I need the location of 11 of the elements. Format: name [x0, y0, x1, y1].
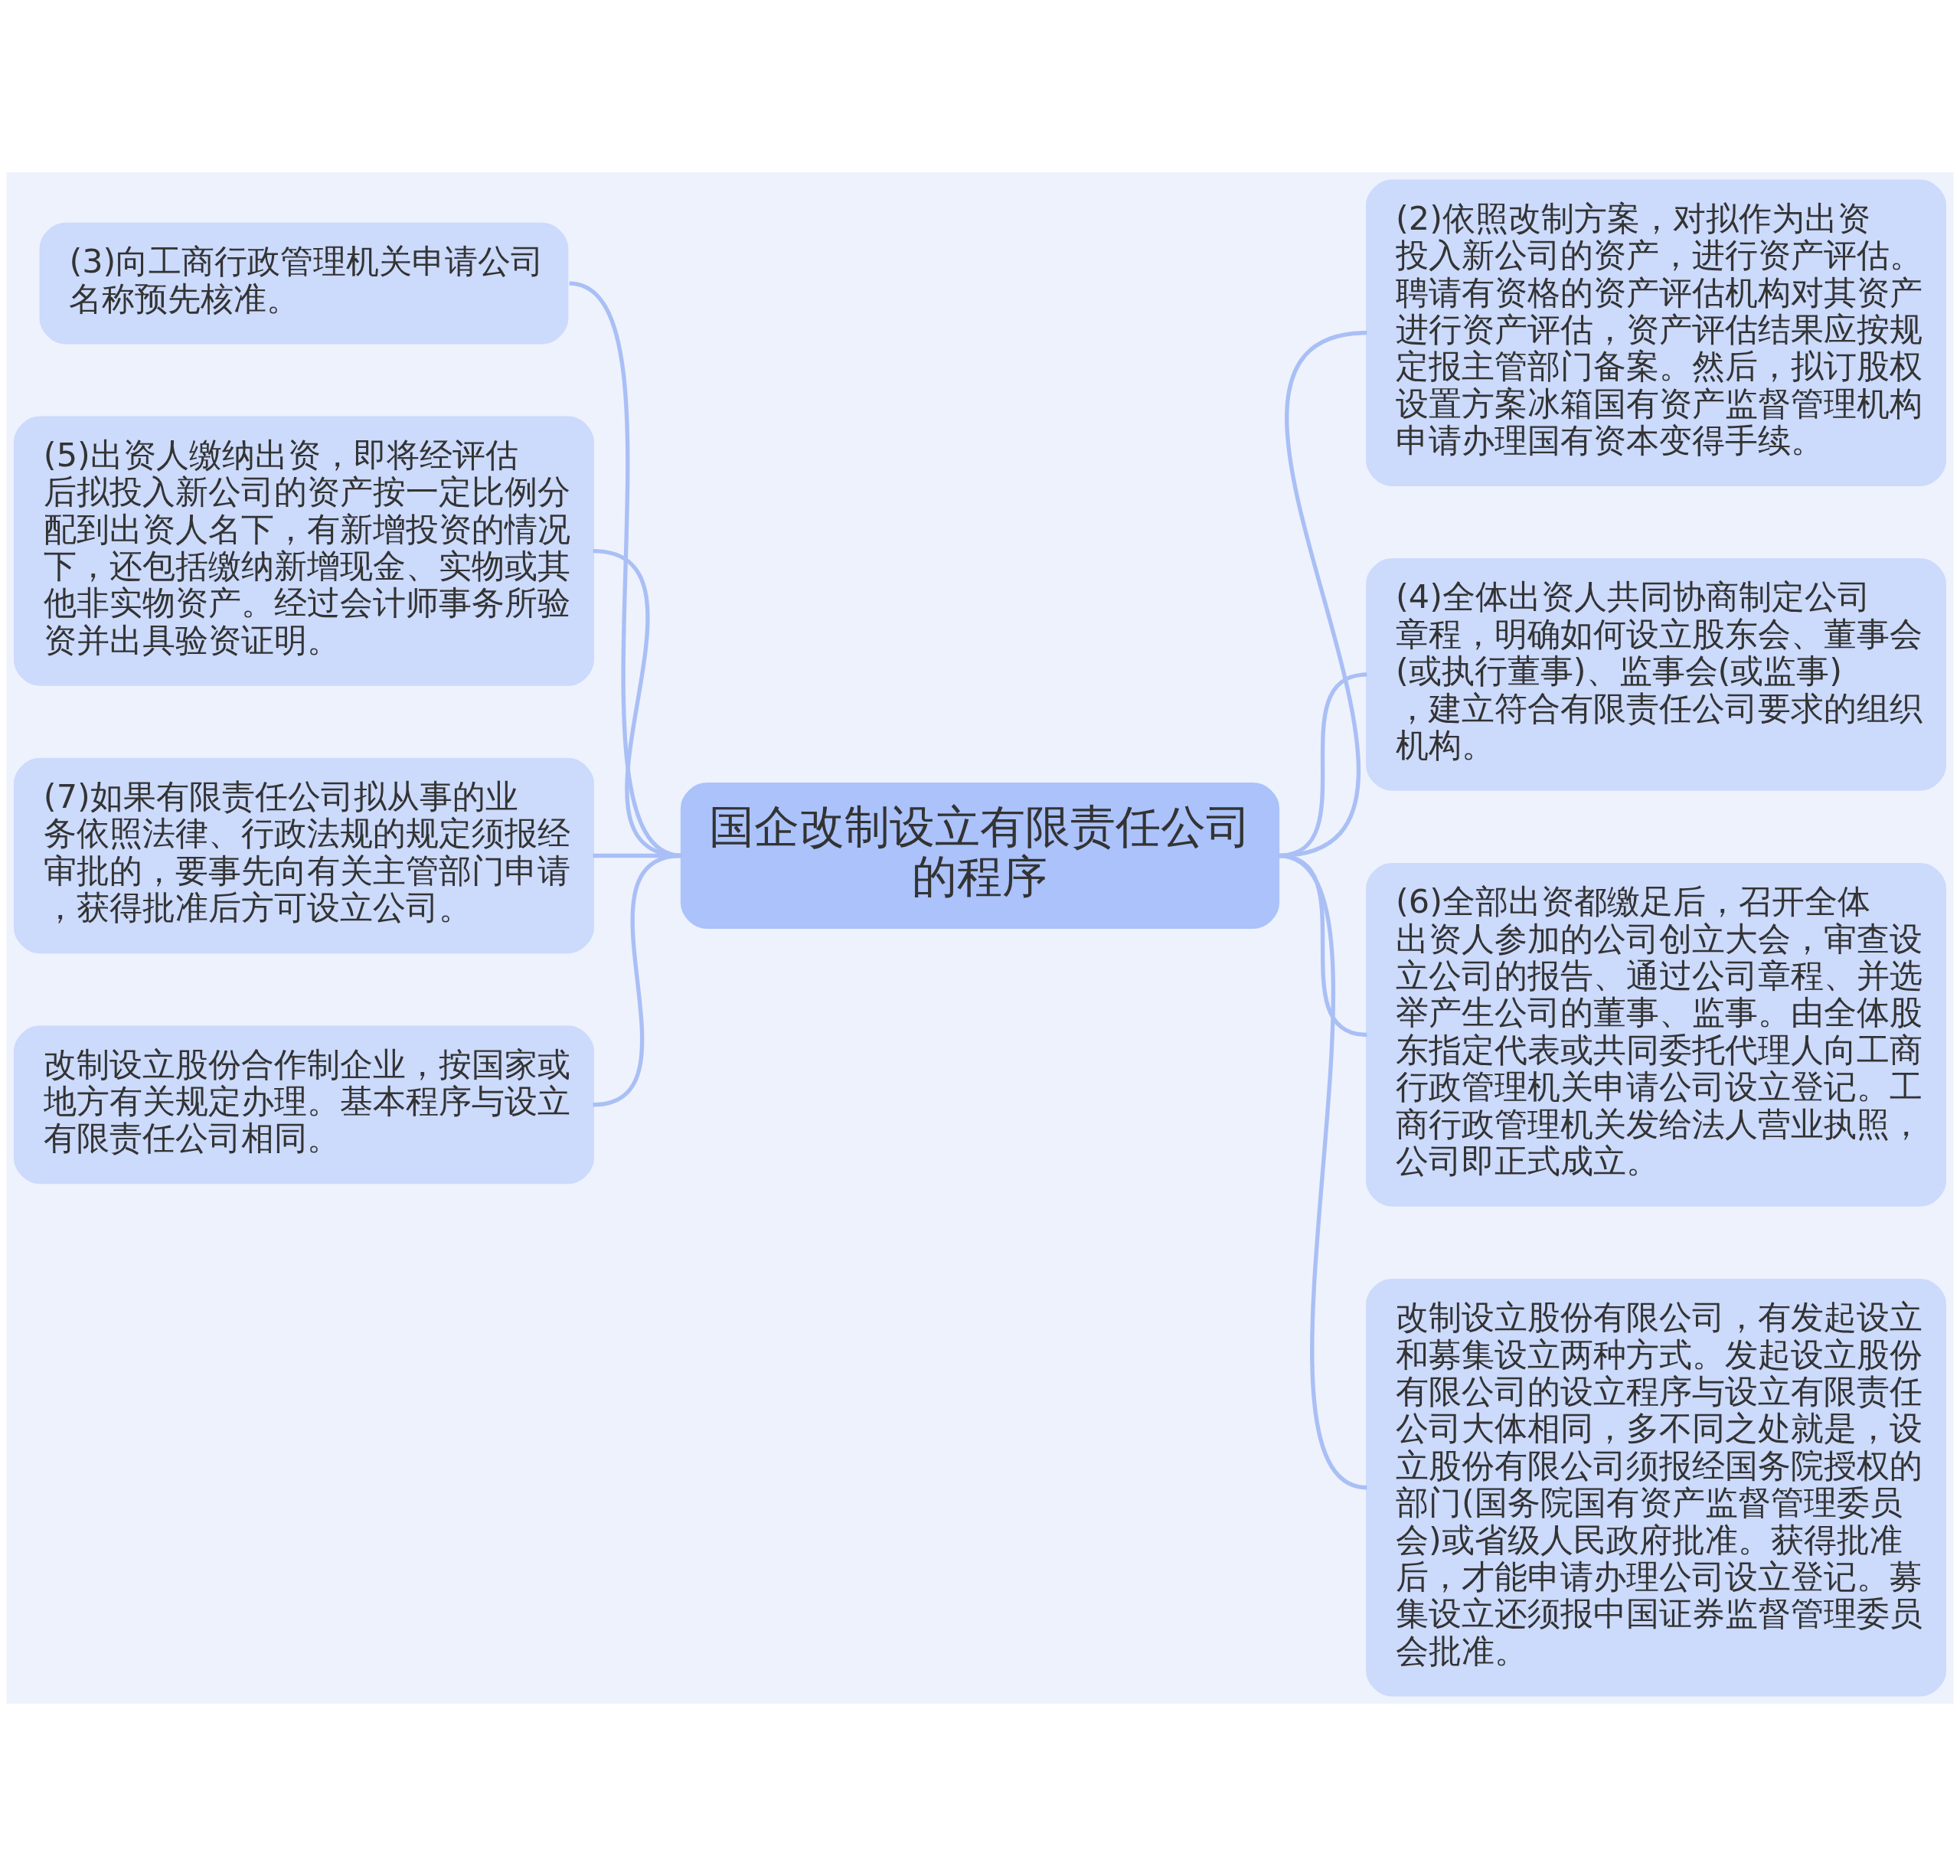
node-box: (2)依照改制方案，对拟作为出资投入新公司的资产，进行资产评估。聘请有资格的资产评估机构对其资产进行资产评估，资产评估结果应按规定报主管部门备案。然后，拟订股权设置方案冰箱国有资产监督管理机构申请办理国有资本变得手续。: [1366, 179, 1947, 486]
node-box: (4)全体出资人共同协商制定公司章程，明确如何设立股东会、董事会(或执行董事)、监事会(或监事)，建立符合有限责任公司要求的组织机构。: [1366, 558, 1947, 791]
node-box: (3)向工商行政管理机关申请公司名称预先核准。: [39, 222, 569, 345]
node-box: (7)如果有限责任公司拟从事的业务依照法律、行政法规的规定须报经审批的，要事先向有关主管部门申请，获得批准后方可设立公司。: [13, 757, 594, 954]
connector: [593, 853, 682, 1107]
connector: [1277, 854, 1368, 1490]
node-box: 改制设立股份有限公司，有发起设立和募集设立两种方式。发起设立股份有限公司的设立程序与设立有限责任公司大体相同，多不同之处就是，设立股份有限公司须报经国务院授权的部门(国务院国有资产监督管理委员会)或省级人民政府批准。获得批准后，才能申请办理公司设立登记。募集设立还须报中国证券监督管理委员会批准。: [1366, 1278, 1947, 1697]
node-box: 国企改制设立有限责任公司的程序: [680, 783, 1280, 929]
node-box: (6)全部出资都缴足后，召开全体出资人参加的公司创立大会，审查设立公司的报告、通过公司章程、并选举产生公司的董事、监事。由全体股东指定代表或共同委托代理人向工商行政管理机关申请公司设立登记。工商行政管理机关发给法人营业执照，公司即正式成立。: [1366, 862, 1947, 1207]
node-box: 改制设立股份合作制企业，按国家或地方有关规定办理。基本程序与设立有限责任公司相同。: [13, 1025, 594, 1185]
node-box: (5)出资人缴纳出资，即将经评估后拟投入新公司的资产按一定比例分配到出资人名下，有新增投资的情况下，还包括缴纳新增现金、实物或其他非实物资产。经过会计师事务所验资并出具验资证明。: [13, 416, 594, 686]
